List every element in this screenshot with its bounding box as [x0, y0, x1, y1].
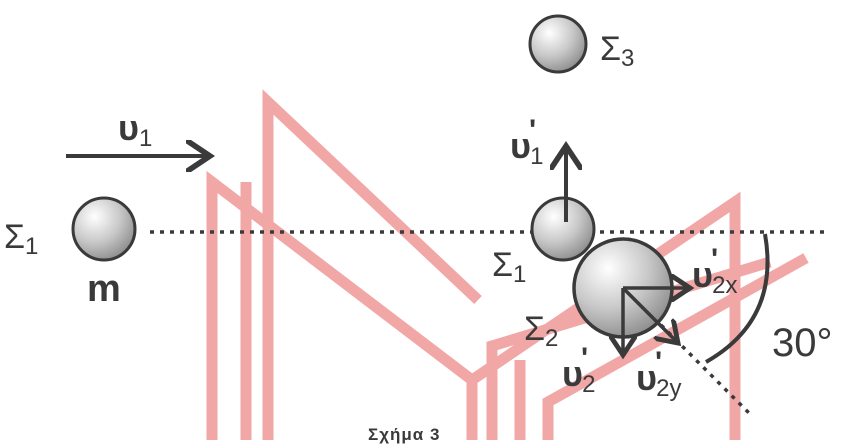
- label-u2y-prime: υ'2y: [636, 346, 681, 402]
- label-mass: m: [87, 268, 121, 310]
- angle-arc: [705, 233, 770, 364]
- vector-u2-prime: [621, 286, 678, 343]
- label-sigma1-after: Σ1: [492, 246, 526, 288]
- label-u1: υ1: [118, 107, 152, 152]
- sphere-sigma1-before: [71, 196, 137, 262]
- label-u2-prime: υ'2: [562, 342, 595, 398]
- figure-caption: Σχήμα 3: [368, 425, 440, 444]
- sphere-sigma3: [528, 14, 588, 74]
- sphere-sigma1-after: [530, 196, 596, 262]
- book-watermark: [206, 89, 809, 440]
- label-angle: 30°: [772, 321, 833, 365]
- label-u1-prime: υ'1: [510, 114, 543, 170]
- label-sigma2: Σ2: [524, 310, 558, 352]
- label-u2x-prime: υ'2x: [692, 243, 737, 299]
- label-sigma3: Σ3: [600, 30, 634, 72]
- label-sigma1-before: Σ1: [4, 218, 38, 260]
